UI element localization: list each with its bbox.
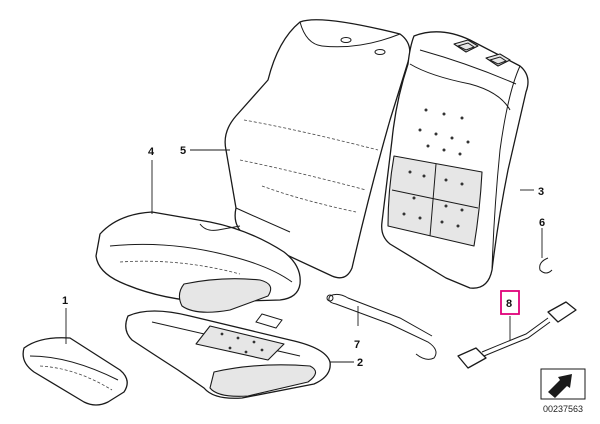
wiring-harness (457, 301, 577, 369)
side-trim (22, 337, 128, 406)
seat-base (125, 310, 331, 399)
callout-8-highlight (500, 290, 520, 315)
backrest-cover (224, 19, 411, 279)
callout-6: 6 (539, 217, 545, 229)
seat-cover (95, 211, 301, 313)
wire-loop (326, 293, 437, 360)
clip (539, 257, 553, 274)
callout-5: 5 (180, 145, 186, 157)
callout-8: 8 (506, 298, 512, 310)
callout-2: 2 (357, 357, 363, 369)
callout-4: 4 (148, 146, 155, 158)
diagram-ref-number: 00237563 (543, 404, 583, 414)
backrest-frame (381, 31, 529, 289)
arrow-icon (540, 368, 586, 400)
callout-1: 1 (62, 295, 68, 307)
callout-3: 3 (538, 186, 544, 198)
callout-7: 7 (354, 339, 360, 351)
